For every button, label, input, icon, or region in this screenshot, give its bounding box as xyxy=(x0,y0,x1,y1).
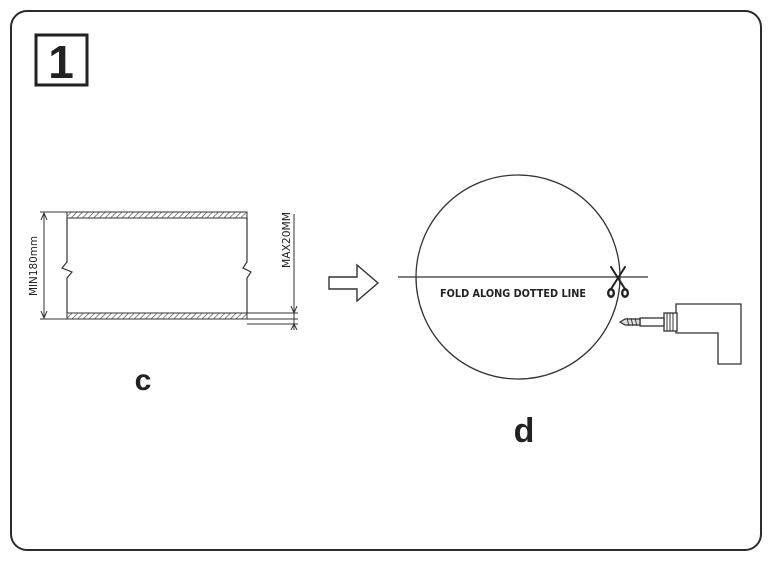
duct-wall-bottom xyxy=(66,312,248,320)
right-arrow-icon xyxy=(328,263,380,303)
screw xyxy=(618,318,641,326)
drill-body xyxy=(675,303,742,365)
step-number: 1 xyxy=(48,36,74,88)
min-dimension-label: MIN180mm xyxy=(27,236,40,296)
duct-circle-drawing xyxy=(398,174,648,380)
duct-right-end xyxy=(242,218,252,313)
duct-wall-top xyxy=(66,211,248,219)
panel-d-label: d xyxy=(514,412,535,450)
step-number-badge: 1 xyxy=(34,33,89,88)
fold-instruction: FOLD ALONG DOTTED LINE xyxy=(440,287,586,300)
duct-section-drawing xyxy=(40,211,298,331)
max-dimension-label: MAX20MM xyxy=(280,212,293,268)
drill-icon xyxy=(618,303,742,365)
scissors-icon xyxy=(607,266,629,298)
panel-c-label: c xyxy=(135,364,152,397)
outer-frame xyxy=(10,10,762,551)
drill-bit xyxy=(639,317,665,327)
duct-left-end xyxy=(61,218,73,313)
